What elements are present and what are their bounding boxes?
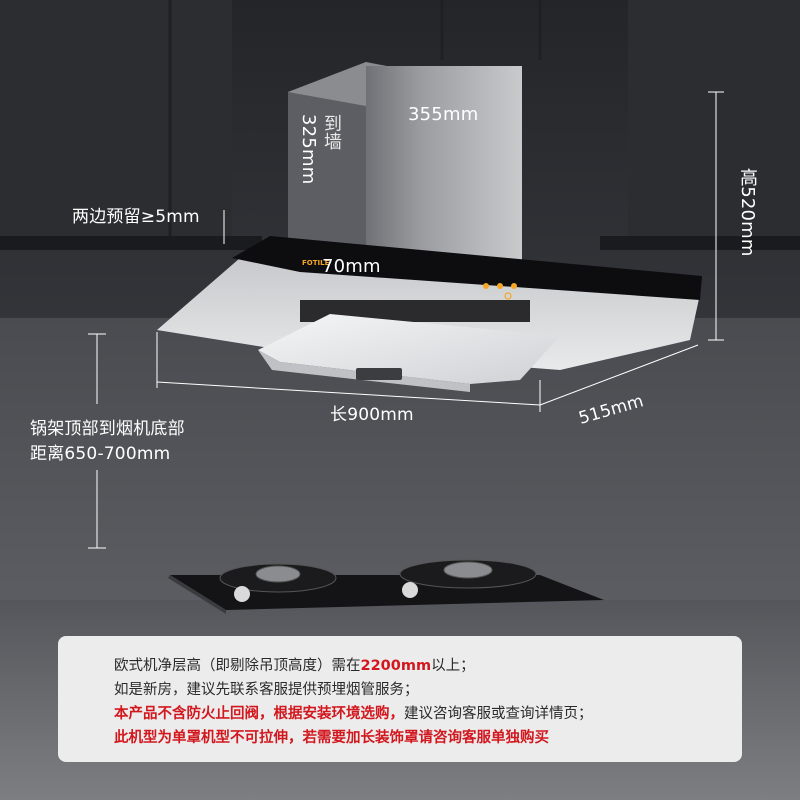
hood-glass-panel <box>258 314 560 384</box>
stove-knob[interactable] <box>402 582 418 598</box>
brand-logo: FOTILE <box>302 259 330 267</box>
note-line-3-suffix: 建议咨询客服或查询详情页； <box>404 706 593 722</box>
panel-thickness-label: 70mm <box>322 256 381 277</box>
note-line-1-prefix: 欧式机净层高（即剔除吊顶高度）需在 <box>114 658 361 674</box>
hood-handle <box>356 368 402 380</box>
stove-distance-line2: 距离650-700mm <box>30 444 171 464</box>
note-line-1: 欧式机净层高（即剔除吊顶高度）需在2200mm以上； <box>114 654 475 675</box>
control-button[interactable] <box>497 283 503 289</box>
chimney-side <box>288 62 366 262</box>
stove-distance-line1: 锅架顶部到烟机底部 <box>30 419 185 439</box>
left-cabinet <box>0 0 232 248</box>
stove-knob[interactable] <box>234 586 250 602</box>
dim-line-length <box>156 381 541 406</box>
to-wall-label: 到墙 <box>321 114 342 151</box>
side-clearance-label: 两边预留≥5mm <box>72 207 200 227</box>
height-label: 高520mm <box>737 168 758 257</box>
note-line-3: 本产品不含防火止回阀，根据安装环境选购，建议咨询客服或查询详情页； <box>114 702 593 723</box>
chimney-front <box>366 66 522 276</box>
cabinet-bottom-edge <box>0 236 262 250</box>
hood-grille <box>300 300 530 322</box>
right-cabinet <box>628 0 800 248</box>
to-wall-value: 325mm <box>298 114 319 185</box>
note-line-3-highlight: 本产品不含防火止回阀，根据安装环境选购， <box>114 706 404 722</box>
power-button[interactable] <box>504 292 512 300</box>
note-line-1-suffix: 以上； <box>431 658 475 674</box>
note-line-1-highlight: 2200mm <box>360 658 432 674</box>
installation-notes: 欧式机净层高（即剔除吊顶高度）需在2200mm以上； 如是新房，建议先联系客服提… <box>58 636 742 762</box>
length-label: 长900mm <box>330 405 414 425</box>
gas-stove-edge <box>168 575 226 614</box>
control-button[interactable] <box>511 283 517 289</box>
hood-black-panel <box>232 236 702 300</box>
control-button[interactable] <box>483 283 489 289</box>
stove-burner-right <box>399 559 537 589</box>
note-line-4: 此机型为单罩机型不可拉伸，若需要加长装饰罩请咨询客服单独购买 <box>114 730 549 746</box>
dim-line-depth <box>539 344 699 406</box>
hood-front-trim <box>258 350 470 392</box>
chimney-width-label: 355mm <box>408 104 479 125</box>
cabinet-bottom-edge <box>600 236 800 250</box>
note-line-2: 如是新房，建议先联系客服提供预埋烟管服务； <box>114 682 419 698</box>
stove-burner-left <box>219 563 337 593</box>
